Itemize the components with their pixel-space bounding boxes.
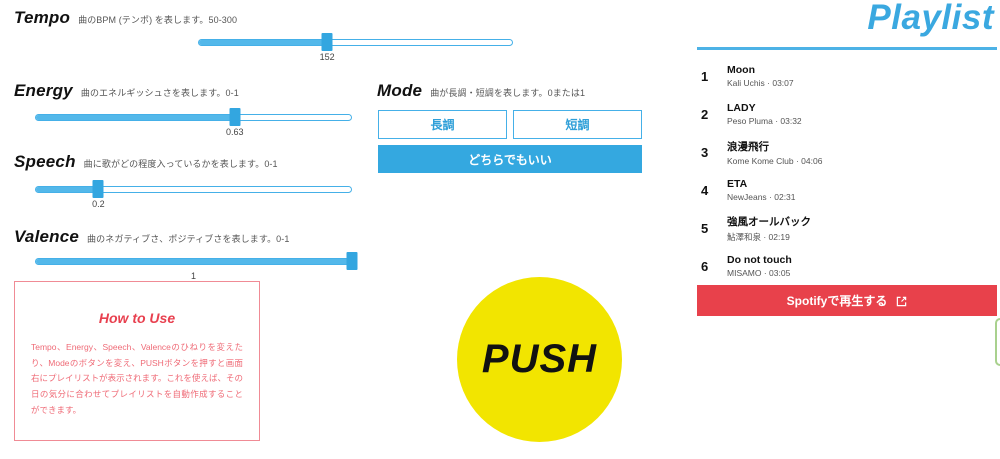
mode-title: Mode bbox=[377, 81, 423, 100]
track-info: 浪漫飛行 Kome Kome Club · 04:06 bbox=[727, 139, 822, 166]
list-item[interactable]: 5 強風オールバック 鮎澤和泉 · 02:19 bbox=[697, 209, 997, 247]
track-meta: Kali Uchis · 03:07 bbox=[727, 78, 794, 88]
track-meta: Peso Pluma · 03:32 bbox=[727, 116, 802, 126]
valence-description: 曲のネガティブさ、ポジティブさを表します。0-1 bbox=[87, 234, 290, 244]
track-title: Moon bbox=[727, 64, 755, 76]
speech-slider-thumb[interactable] bbox=[92, 180, 104, 198]
mode-major-button[interactable]: 長調 bbox=[378, 110, 507, 139]
speech-description: 曲に歌がどの程度入っているかを表します。0-1 bbox=[83, 159, 278, 169]
list-item[interactable]: 4 ETA NewJeans · 02:31 bbox=[697, 171, 997, 209]
speech-slider-fill bbox=[36, 187, 100, 192]
track-meta: MISAMO · 03:05 bbox=[727, 268, 791, 278]
valence-value: 1 bbox=[190, 271, 197, 281]
energy-slider-fill bbox=[36, 115, 236, 120]
energy-heading: Energy 曲のエネルギッシュさを表します。0-1 bbox=[14, 81, 239, 101]
mode-description: 曲が長調・短調を表します。0または1 bbox=[430, 88, 586, 98]
track-title: LADY bbox=[727, 102, 756, 114]
playlist-divider bbox=[697, 47, 997, 50]
tempo-value: 152 bbox=[319, 52, 335, 62]
valence-slider[interactable]: 1 bbox=[35, 252, 358, 281]
valence-title: Valence bbox=[14, 227, 80, 246]
track-info: 強風オールバック 鮎澤和泉 · 02:19 bbox=[727, 214, 811, 243]
external-link-icon bbox=[896, 296, 907, 307]
track-info: LADY Peso Pluma · 03:32 bbox=[727, 102, 802, 126]
list-item[interactable]: 2 LADY Peso Pluma · 03:32 bbox=[697, 95, 997, 133]
track-info: ETA NewJeans · 02:31 bbox=[727, 178, 796, 202]
mode-either-button[interactable]: どちらでもいい bbox=[378, 145, 642, 173]
how-to-use-body: Tempo、Energy、Speech、Valenceのひねりを変えたり、Mod… bbox=[31, 342, 243, 415]
green-side-tab[interactable] bbox=[995, 318, 1000, 366]
energy-value: 0.63 bbox=[225, 127, 244, 137]
list-item[interactable]: 1 Moon Kali Uchis · 03:07 bbox=[697, 57, 997, 95]
energy-slider[interactable]: 0.63 bbox=[35, 108, 352, 137]
tempo-slider-track[interactable] bbox=[198, 39, 513, 46]
spotify-play-label: Spotifyで再生する bbox=[786, 294, 888, 308]
track-number: 3 bbox=[701, 144, 709, 160]
how-to-use-box: How to Use Tempo、Energy、Speech、Valenceのひ… bbox=[14, 281, 260, 441]
track-number: 5 bbox=[701, 220, 709, 236]
mode-heading: Mode 曲が長調・短調を表します。0または1 bbox=[377, 81, 585, 101]
tempo-slider-fill bbox=[199, 40, 329, 45]
mode-minor-button[interactable]: 短調 bbox=[513, 110, 642, 139]
tempo-heading: Tempo 曲のBPM (テンポ) を表します。50-300 bbox=[14, 8, 237, 28]
tempo-description: 曲のBPM (テンポ) を表します。50-300 bbox=[78, 15, 238, 25]
how-to-use-title: How to Use bbox=[98, 310, 176, 326]
speech-heading: Speech 曲に歌がどの程度入っているかを表します。0-1 bbox=[14, 152, 278, 172]
list-item[interactable]: 6 Do not touch MISAMO · 03:05 bbox=[697, 247, 997, 285]
track-number: 1 bbox=[701, 68, 709, 84]
track-meta: Kome Kome Club · 04:06 bbox=[727, 155, 823, 166]
track-title: 強風オールバック bbox=[727, 215, 811, 228]
tempo-title: Tempo bbox=[14, 8, 71, 27]
energy-title: Energy bbox=[14, 81, 73, 100]
playlist-track-list: 1 Moon Kali Uchis · 03:07 2 LADY Peso Pl… bbox=[697, 57, 997, 285]
track-number: 6 bbox=[701, 258, 709, 274]
track-info: Moon Kali Uchis · 03:07 bbox=[727, 64, 794, 88]
spotify-play-button[interactable]: Spotifyで再生する bbox=[697, 285, 997, 316]
valence-slider-thumb[interactable] bbox=[346, 252, 358, 270]
speech-slider-track[interactable] bbox=[35, 186, 352, 193]
push-button-label: PUSH bbox=[481, 337, 598, 381]
speech-title: Speech bbox=[14, 152, 76, 171]
track-number: 2 bbox=[701, 106, 709, 122]
energy-description: 曲のエネルギッシュさを表します。0-1 bbox=[80, 88, 239, 98]
tempo-slider[interactable]: 152 bbox=[198, 33, 513, 62]
valence-heading: Valence 曲のネガティブさ、ポジティブさを表します。0-1 bbox=[14, 227, 289, 247]
track-meta: 鮎澤和泉 · 02:19 bbox=[727, 231, 790, 242]
tempo-slider-thumb[interactable] bbox=[321, 33, 333, 51]
controls-panel: Tempo 曲のBPM (テンポ) を表します。50-300 152 Energ… bbox=[14, 8, 642, 442]
track-info: Do not touch MISAMO · 03:05 bbox=[727, 254, 792, 278]
playlist-panel: Playlist 1 Moon Kali Uchis · 03:07 2 LAD… bbox=[690, 0, 1000, 459]
track-title: 浪漫飛行 bbox=[727, 140, 769, 153]
track-title: ETA bbox=[727, 178, 748, 190]
speech-slider[interactable]: 0.2 bbox=[35, 180, 352, 209]
track-meta: NewJeans · 02:31 bbox=[727, 192, 796, 202]
push-button[interactable]: PUSH bbox=[457, 277, 622, 442]
track-number: 4 bbox=[701, 182, 709, 198]
speech-value: 0.2 bbox=[92, 199, 105, 209]
track-title: Do not touch bbox=[727, 254, 792, 266]
mode-button-row: 長調 短調 bbox=[378, 110, 642, 139]
list-item[interactable]: 3 浪漫飛行 Kome Kome Club · 04:06 bbox=[697, 133, 997, 171]
playlist-title: Playlist bbox=[867, 0, 994, 37]
energy-slider-thumb[interactable] bbox=[229, 108, 241, 126]
valence-slider-fill bbox=[36, 259, 353, 264]
